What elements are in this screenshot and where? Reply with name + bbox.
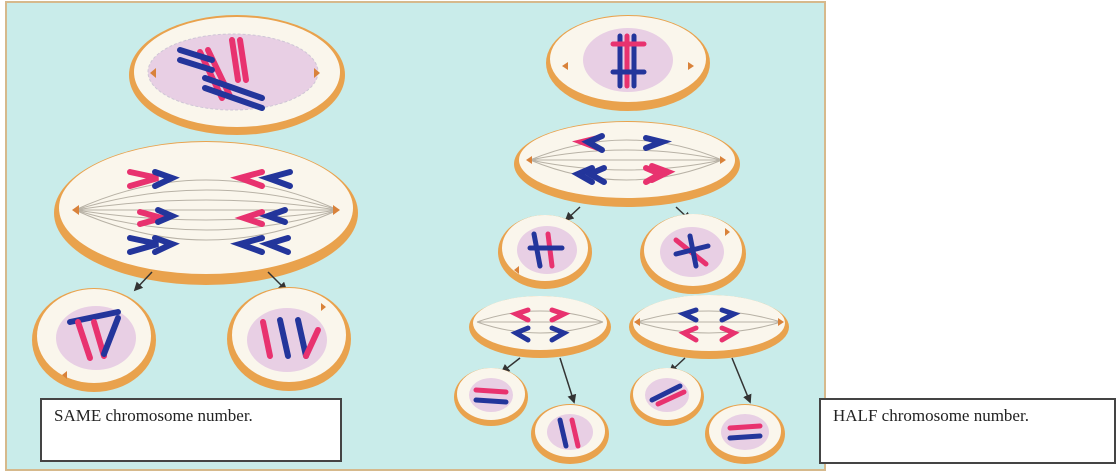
meiosis-caption: HALF chromosome number. (833, 406, 1029, 425)
meiosis-caption-box: HALF chromosome number. (819, 398, 1116, 464)
mitosis-anaphase-cell (54, 141, 358, 285)
meiosis-i-anaphase-cell (514, 121, 740, 207)
meiosis-parent-cell (546, 15, 710, 111)
meiosis-ii-anaphase-cell-right (629, 295, 789, 359)
mitosis-daughter-cell-right (227, 287, 351, 391)
mitosis-parent-cell (129, 15, 345, 135)
meiosis-ii-anaphase-cell-left (469, 296, 611, 358)
mitosis-daughter-cell-left (32, 288, 156, 392)
gamete-cell (454, 368, 528, 426)
meiosis-ii-cell-left (498, 215, 592, 289)
meiosis-ii-cell-right (640, 214, 746, 294)
gamete-cell (705, 404, 785, 464)
gamete-cell (531, 404, 609, 464)
gamete-cell (630, 368, 704, 426)
mitosis-caption: SAME chromosome number. (54, 406, 253, 425)
mitosis-caption-box: SAME chromosome number. (40, 398, 342, 462)
